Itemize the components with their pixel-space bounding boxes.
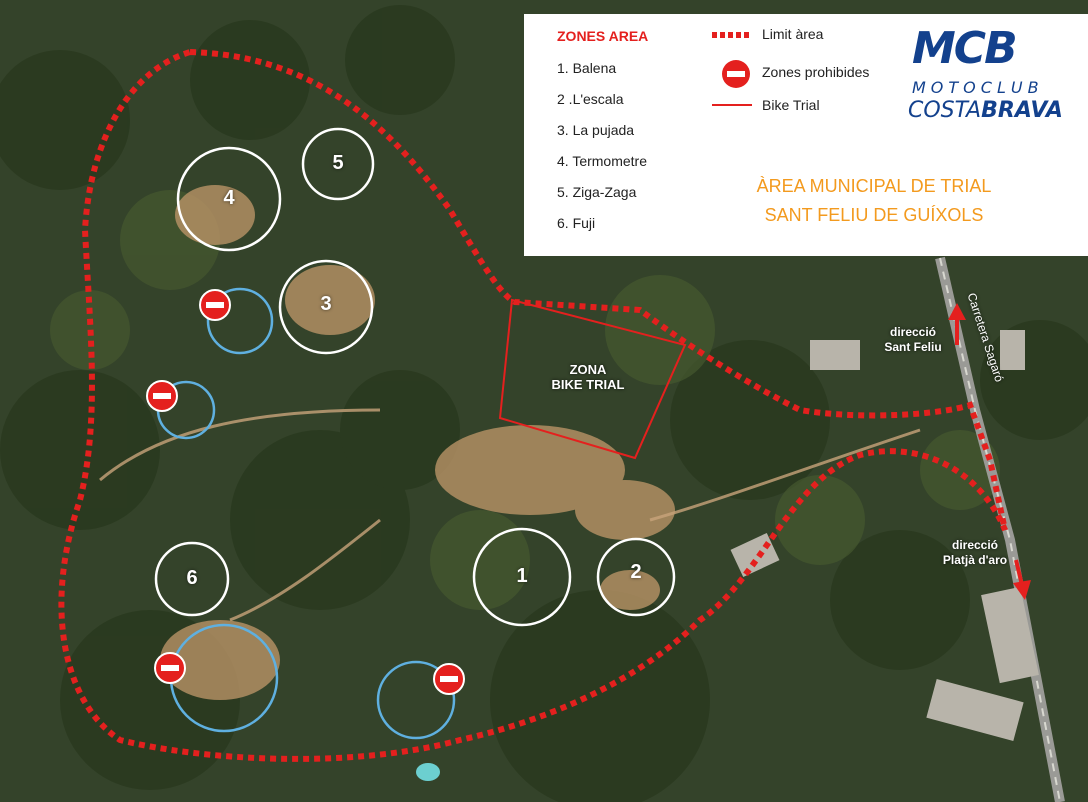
bike-trial-key-label: Bike Trial <box>762 97 820 113</box>
zone-list-item-2: 2 .L'escala <box>557 91 624 107</box>
direction-south-line1: direcció <box>951 538 999 552</box>
legend-panel: ZONES AREA 1. Balena 2 .L'escala 3. La p… <box>524 14 1088 256</box>
zone-number-5[interactable]: 5 <box>332 152 344 174</box>
logo-line2-a: COSTA <box>908 98 982 123</box>
direction-south-line2: Platjà d'aro <box>942 553 1008 567</box>
bike-trial-key-icon <box>712 104 752 106</box>
zone-circle-4 <box>176 146 282 252</box>
zone-circle-2 <box>596 537 676 617</box>
legend-title: ZONES AREA <box>557 28 649 44</box>
area-title-line1: ÀREA MUNICIPAL DE TRIAL <box>756 176 992 196</box>
direction-north-line1: direcció <box>889 325 937 339</box>
direction-south-label: direcció Platjà d'aro <box>932 538 1018 568</box>
logo-line1: MOTOCLUB <box>912 78 1044 97</box>
logo-line2-b: BRAVA <box>981 98 1063 123</box>
zone-number-2[interactable]: 2 <box>630 561 642 583</box>
zone-list-item-5: 5. Ziga-Zaga <box>557 184 637 200</box>
direction-arrows <box>948 303 1031 600</box>
zone-list-item-3: 3. La pujada <box>557 122 635 138</box>
limit-area-boundary <box>58 48 1008 762</box>
zone-circle-3 <box>278 259 374 355</box>
zone-circle-6 <box>154 541 230 617</box>
area-title-line2: SANT FELIU DE GUÍXOLS <box>764 205 984 225</box>
prohibited-circle-d <box>376 660 456 740</box>
zone-list-item-1: 1. Balena <box>557 60 617 76</box>
direction-north-label: direcció Sant Feliu <box>878 325 948 355</box>
zone-circle-1 <box>472 527 572 627</box>
prohibited-key-icon <box>722 60 750 88</box>
zone-list-item-4: 4. Termometre <box>557 153 647 169</box>
logo-line2: COSTABRAVA <box>908 98 1063 123</box>
zone-list-item-6: 6. Fuji <box>557 215 596 231</box>
direction-north-line2: Sant Feliu <box>884 340 942 354</box>
zone-number-3[interactable]: 3 <box>320 293 332 315</box>
zone-circle-5 <box>301 127 375 201</box>
bike-trial-zone-label: ZONA BIKE TRIAL <box>538 362 638 392</box>
prohibited-icons <box>146 289 465 695</box>
limit-area-key-icon <box>712 32 752 38</box>
prohibited-key-label: Zones prohibides <box>762 64 870 80</box>
bike-trial-zone-outline <box>498 298 687 460</box>
prohibited-circle-a <box>206 287 274 355</box>
bike-trial-label-line2: BIKE TRIAL <box>551 377 625 392</box>
limit-area-key-label: Limit àrea <box>762 26 824 42</box>
bike-trial-label-line1: ZONA <box>569 362 607 377</box>
zone-number-6[interactable]: 6 <box>186 567 198 589</box>
zone-number-1[interactable]: 1 <box>516 565 528 587</box>
zone-list: 1. Balena 2 .L'escala 3. La pujada 4. Te… <box>557 59 647 245</box>
logo-mark: MCB <box>912 23 1018 74</box>
zone-number-4[interactable]: 4 <box>223 187 235 209</box>
motoclub-logo: MCB MOTOCLUB COSTABRAVA <box>908 26 1078 126</box>
